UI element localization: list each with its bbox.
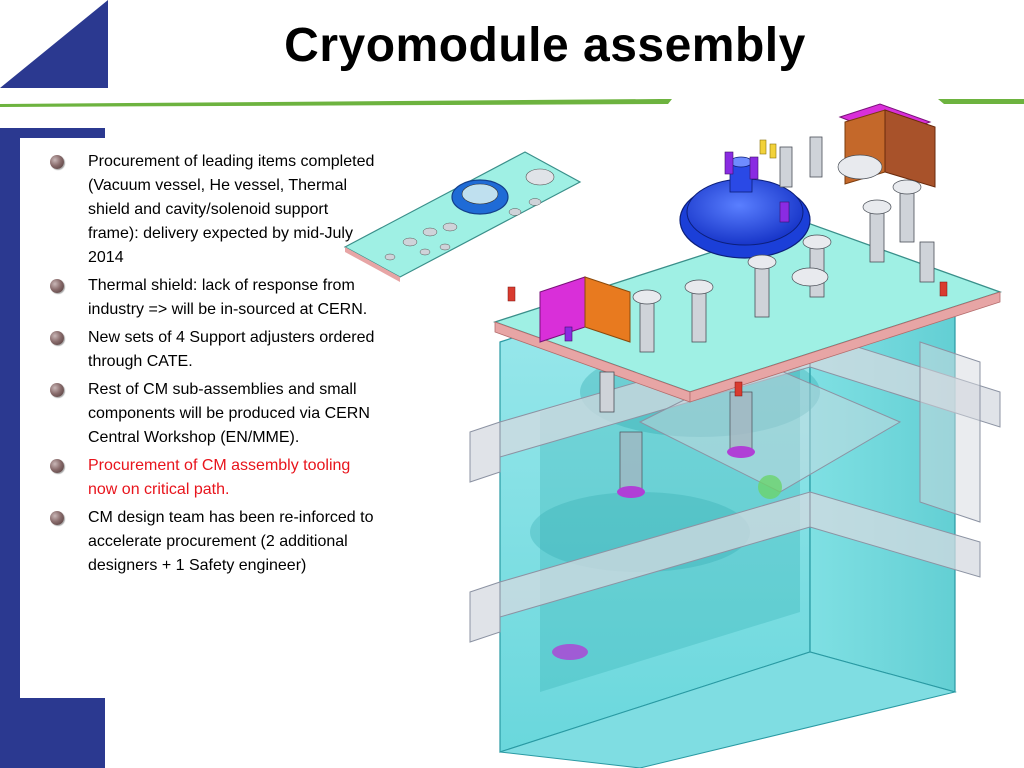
- bullet-icon: [50, 511, 64, 525]
- bullet-text: Procurement of leading items completed (…: [88, 153, 375, 266]
- bullet-item: Rest of CM sub-assemblies and small comp…: [48, 378, 378, 450]
- bullet-item: Procurement of leading items completed (…: [48, 150, 378, 270]
- top-plate: [492, 221, 1003, 403]
- port-flanges: [632, 154, 922, 305]
- bullet-text: Thermal shield: lack of response from in…: [88, 277, 368, 318]
- bullet-icon: [50, 383, 64, 397]
- bullet-icon: [50, 459, 64, 473]
- red-brackets: [507, 281, 948, 397]
- bullet-item-critical: Procurement of CM assembly tooling now o…: [48, 454, 378, 502]
- bullet-item: New sets of 4 Support adjusters ordered …: [48, 326, 378, 374]
- yellow-fittings: [759, 139, 777, 159]
- bullet-icon: [50, 331, 64, 345]
- bullet-text: CM design team has been re-inforced to a…: [88, 509, 374, 574]
- thermal-shield-frame: [469, 331, 1001, 643]
- blue-flange-dome: [679, 156, 811, 259]
- magenta-coupler-box-left: [539, 276, 631, 343]
- bullet-icon: [50, 279, 64, 293]
- green-divider: [0, 99, 1024, 107]
- exploded-top-plate: [343, 151, 582, 282]
- bullet-icon: [50, 155, 64, 169]
- slide-title: Cryomodule assembly: [284, 19, 806, 72]
- bullet-item: CM design team has been re-inforced to a…: [48, 506, 378, 578]
- bullet-text: Procurement of CM assembly tooling now o…: [88, 457, 351, 498]
- corner-triangle-decoration: [0, 0, 108, 88]
- bullet-item: Thermal shield: lack of response from in…: [48, 274, 378, 322]
- content-panel: Procurement of leading items completed (…: [20, 138, 374, 698]
- bullet-text: New sets of 4 Support adjusters ordered …: [88, 329, 375, 370]
- bullet-list: Procurement of leading items completed (…: [48, 150, 378, 582]
- purple-fittings: [564, 151, 790, 342]
- cryomodule-illustration: [343, 103, 1003, 768]
- bullet-text: Rest of CM sub-assemblies and small comp…: [88, 381, 370, 446]
